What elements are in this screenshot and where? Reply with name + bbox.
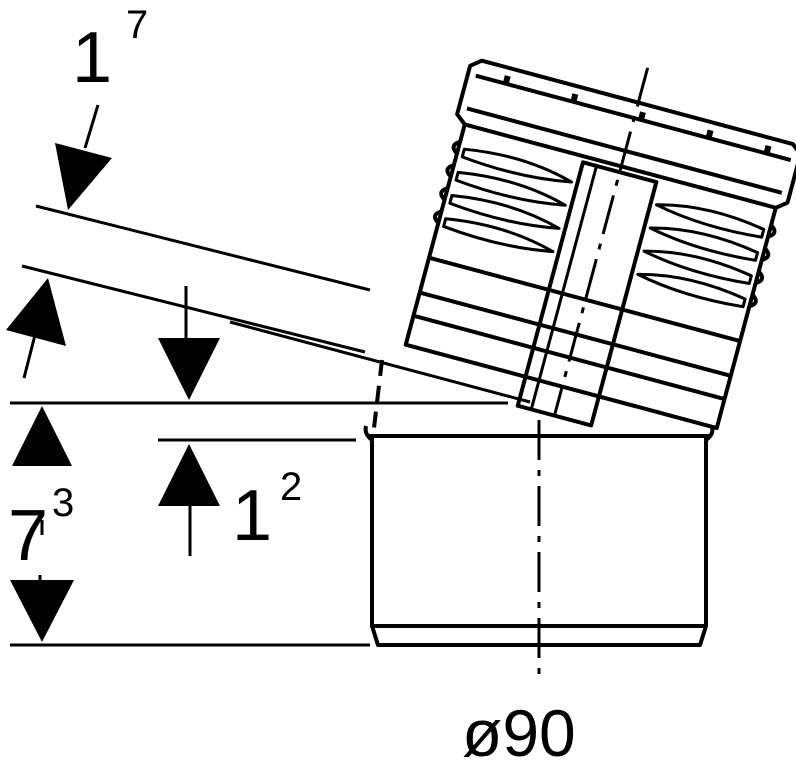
hidden-edge-left: [372, 359, 384, 429]
height-arrow-down-icon: [10, 580, 74, 642]
angled-bend: [403, 58, 796, 431]
collar-bump: [638, 111, 646, 121]
top-collar: [455, 58, 796, 210]
height-value: 7: [8, 496, 48, 576]
height-label: 7 3: [8, 481, 74, 576]
lower-offset-value: 1: [232, 476, 272, 556]
side-bump: [439, 186, 449, 202]
lower-offset-arrow-down-icon: [158, 338, 220, 400]
upper-offset-label: 1 7: [72, 3, 148, 98]
inner-sleeve: [515, 160, 659, 428]
body-band-top: [428, 255, 741, 344]
right-rib: [642, 249, 753, 286]
height-arrow-up-icon: [12, 406, 72, 466]
upper-extension-line-2a: [21, 264, 366, 354]
collar-bump: [570, 93, 579, 103]
collar-bump: [763, 145, 772, 155]
lower-offset-arrow-up-icon: [158, 444, 220, 506]
dimension-lines: [10, 104, 531, 647]
side-bump: [761, 246, 771, 262]
height-superscript: 3: [52, 481, 74, 525]
side-bump: [767, 223, 777, 239]
upper-offset-arrow-up-icon: [6, 278, 66, 346]
left-rib: [454, 170, 567, 207]
hidden-edges: [372, 359, 384, 429]
diameter-label: ø90: [462, 696, 576, 768]
right-rib: [648, 226, 760, 262]
upper-offset-value: 1: [72, 18, 112, 98]
side-bump: [432, 209, 443, 225]
left-ribs: [442, 147, 573, 254]
right-ribs: [636, 203, 766, 309]
upper-offset-superscript: 7: [126, 3, 148, 47]
collar-bumps: [502, 75, 772, 155]
arrowheads: [6, 143, 220, 642]
right-rib: [636, 272, 747, 309]
upper-extension-line-1: [35, 204, 371, 292]
upper-offset-leader-top: [83, 104, 100, 149]
upper-offset-arrow-down-icon: [55, 143, 112, 210]
lower-offset-superscript: 2: [280, 465, 302, 509]
right-rib: [654, 203, 766, 239]
lower-socket-right-lip: [704, 427, 715, 442]
inner-sleeve-edge: [529, 165, 598, 410]
side-bump: [445, 163, 455, 178]
side-bump: [748, 293, 758, 309]
left-rib: [442, 217, 555, 254]
collar-bump: [502, 75, 511, 85]
side-bumps: [432, 139, 777, 309]
side-bump: [754, 270, 765, 286]
lower-socket-left-lip: [363, 425, 374, 442]
collar-bump: [705, 129, 714, 139]
upper-offset-leader-bottom: [22, 334, 37, 379]
lower-offset-label: 1 2: [232, 465, 302, 556]
left-rib: [460, 147, 573, 184]
side-bump: [451, 139, 461, 155]
left-rib: [448, 194, 561, 230]
bend-axis: [553, 67, 650, 416]
